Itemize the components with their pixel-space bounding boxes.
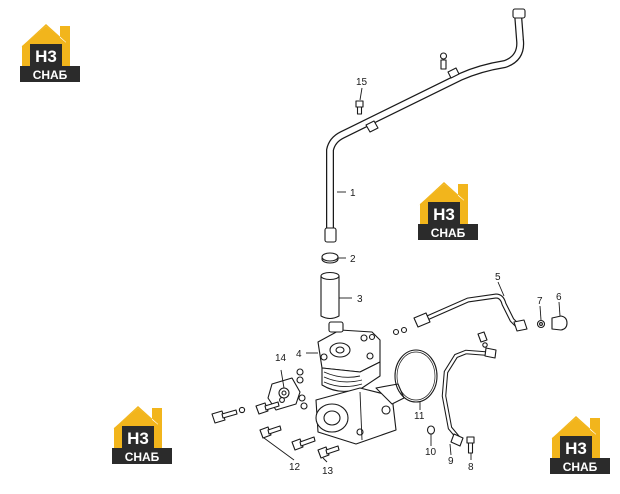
logo-mark-text: H3 [35, 47, 57, 66]
callout-4: 4 [296, 349, 302, 360]
callout-10: 10 [425, 447, 437, 458]
callout-3: 3 [357, 294, 363, 305]
callout-1: 1 [350, 188, 356, 199]
callout-7: 7 [537, 296, 543, 307]
logo-brand-text: СНАБ [33, 68, 68, 82]
callout-9: 9 [448, 456, 454, 467]
part-15-bolt [355, 100, 364, 115]
callout-14: 14 [275, 353, 287, 364]
callout-15: 15 [356, 77, 368, 88]
part-10-washer [426, 425, 436, 435]
part-5-discharge-line [413, 293, 528, 332]
logo-bottom-right: H3 СНАБ [550, 416, 610, 474]
logo-brand-text: СНАБ [125, 450, 160, 464]
logo-mark-text: H3 [565, 439, 587, 458]
callout-8: 8 [468, 462, 474, 473]
part-9-hose [441, 331, 497, 447]
part-7-washer [536, 319, 546, 329]
callout-12: 12 [289, 462, 301, 473]
compressor-mounting-bolts [211, 397, 340, 459]
logo-brand-text: СНАБ [563, 460, 598, 474]
logo-brand-text: СНАБ [431, 226, 466, 240]
part-14-flange [267, 368, 308, 411]
logo-mark-text: H3 [127, 429, 149, 448]
logo-bottom-left: H3 СНАБ [112, 406, 172, 464]
callout-13: 13 [322, 466, 334, 477]
logo-mark-text: H3 [433, 205, 455, 224]
part-8-bolt [466, 436, 475, 454]
part-2-seal-ring [321, 252, 339, 264]
callout-6: 6 [556, 292, 562, 303]
callout-2: 2 [350, 254, 356, 265]
callout-5: 5 [495, 272, 501, 283]
callout-11: 11 [414, 411, 425, 422]
part-4-air-compressor [315, 321, 405, 445]
part-11-o-ring [394, 349, 438, 403]
leader-lines [263, 87, 561, 463]
logo-center: H3 СНАБ [418, 182, 478, 240]
logo-top-left: H3 СНАБ [20, 24, 80, 82]
part-3-sleeve [320, 271, 340, 320]
compressor-fitting-o-rings [368, 326, 408, 341]
part-1-air-pipe [324, 8, 526, 243]
part-6-plug [551, 315, 568, 331]
